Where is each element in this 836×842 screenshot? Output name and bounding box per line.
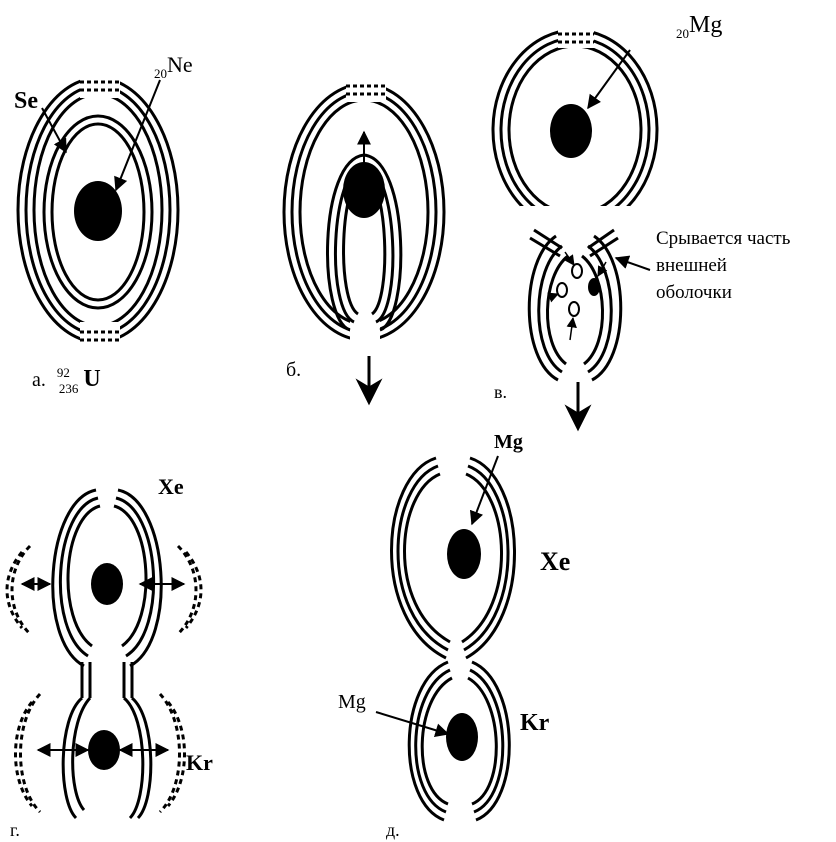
kr-label-d: Kr <box>186 750 213 775</box>
ne-nucleus-a <box>74 181 122 241</box>
xe-outer-dash-right <box>178 546 196 634</box>
note-line-2: внешней <box>656 255 727 276</box>
se-label: Se <box>14 88 38 114</box>
mg-label-c: 20Mg <box>676 12 722 41</box>
note-line-1: Срывается часть <box>656 228 791 249</box>
nucleus-d-bottom <box>88 730 120 770</box>
fragments-c <box>548 252 606 340</box>
caption-d: г. <box>10 820 20 840</box>
note-pointer-arrow <box>616 258 650 270</box>
xe-label-e: Xe <box>540 547 570 576</box>
panel-e: Mg Xe Mg Kr д. <box>338 431 570 840</box>
xe-outer-dash-right-2 <box>186 552 201 628</box>
xe-outer-dash-left-2 <box>7 552 22 628</box>
xe-outer-dash-left <box>12 546 30 634</box>
kr-outer-dash-right-2 <box>168 702 185 806</box>
caption-c: в. <box>494 382 507 402</box>
panel-d: Xe Kr г. <box>7 474 213 840</box>
caption-b: б. <box>286 359 301 381</box>
kr-outer-dash-left-2 <box>16 702 33 806</box>
panel-c: 20Mg Срывается часть внешней обо <box>493 12 791 426</box>
kr-outer-dash-right <box>160 694 180 812</box>
kr-label-e: Kr <box>520 710 550 736</box>
ne-label: 20Ne <box>154 52 193 81</box>
panel-a: Se 20Ne а. 92 236 U <box>14 52 193 398</box>
nucleus-d-top <box>91 563 123 605</box>
mg-label-e-top: Mg <box>494 431 523 453</box>
mg-nucleus-c <box>550 104 592 158</box>
caption-a: а. 92 236 U <box>32 360 101 398</box>
mg-nucleus-e-bottom <box>446 713 478 761</box>
panel-b: б. <box>284 78 444 400</box>
kr-outer-dash-left <box>21 694 41 812</box>
caption-e: д. <box>386 820 400 840</box>
neck-d <box>82 662 132 698</box>
mg-nucleus-e-top <box>447 529 481 579</box>
mg-label-e-bottom: Mg <box>338 691 366 713</box>
xe-label-d: Xe <box>158 474 184 499</box>
note-line-3: оболочки <box>656 282 732 303</box>
